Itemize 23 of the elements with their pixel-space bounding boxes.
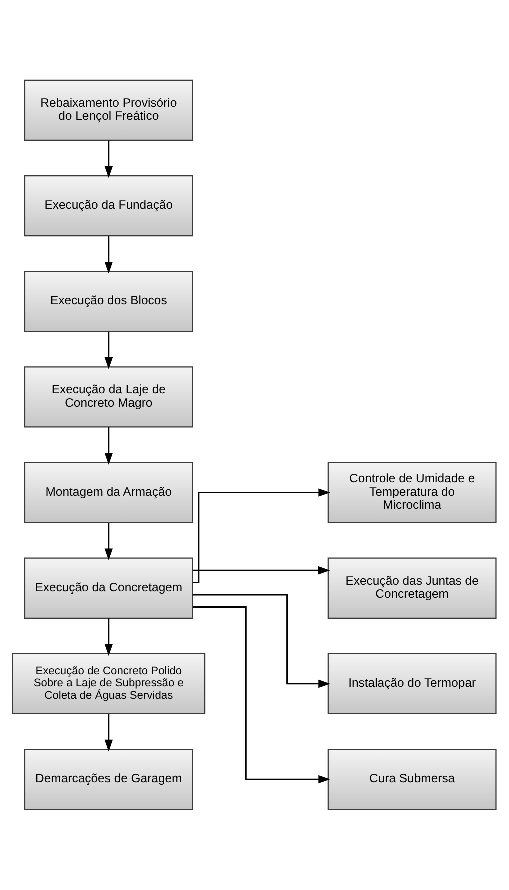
- node-box: Execução das Juntas de Concretagem: [328, 558, 497, 619]
- arrow: [104, 523, 114, 561]
- node-box: Cura Submersa: [328, 748, 497, 810]
- arrow: [104, 140, 114, 178]
- node-box: Execução da Fundação: [24, 175, 194, 237]
- arrow: [193, 566, 330, 575]
- node-box: Rebaixamento Provisório do Lençol Freático: [24, 80, 194, 142]
- arrow: [104, 618, 114, 656]
- node-box: Demarcações de Garagem: [24, 748, 194, 810]
- arrow: [193, 606, 330, 784]
- node-box: Execução da Laje de Concreto Magro: [24, 366, 194, 428]
- node-box: Execução dos Blocos: [24, 271, 194, 332]
- arrow: [192, 594, 330, 688]
- node-box: Execução da Concretagem: [24, 558, 194, 619]
- arrow: [193, 488, 330, 584]
- node-box: Instalação do Termopar: [328, 653, 497, 715]
- arrow: [104, 714, 114, 752]
- node-box: Montagem da Armação: [24, 462, 194, 524]
- arrow: [104, 332, 114, 370]
- arrow: [104, 236, 114, 274]
- arrow: [104, 427, 114, 465]
- node-box: Execução de Concreto Polido Sobre a Laje de Subpressão e Coleta de Águas Servidas: [12, 653, 206, 715]
- node-box: Controle de Umidade e Temperatura do Microclima: [328, 462, 497, 524]
